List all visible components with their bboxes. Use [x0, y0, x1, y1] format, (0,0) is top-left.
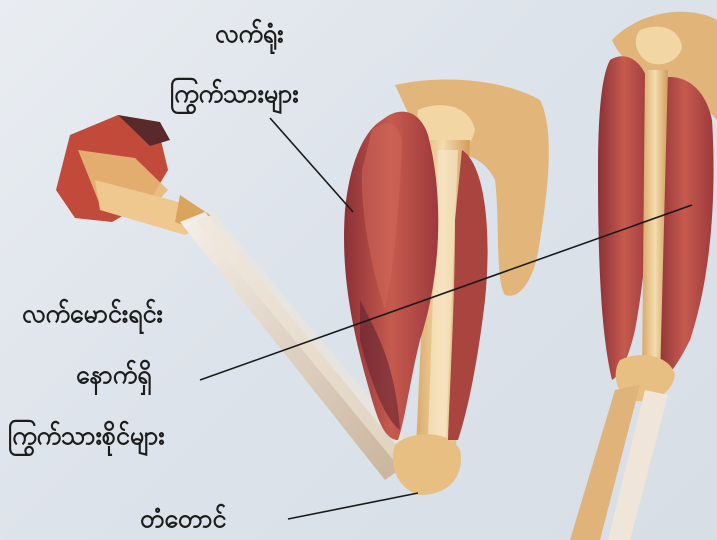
triceps-label-line3: ကြွက်သားစိုင်များ — [8, 420, 165, 452]
triceps-label-line1: လက်မောင်းရင်း — [22, 298, 163, 330]
biceps-label-line2: ကြွက်သားများ — [170, 78, 299, 110]
elbow-label: တံတောင် — [140, 503, 226, 535]
straight-arm — [570, 12, 717, 540]
hand — [56, 115, 210, 235]
biceps-label-line1: လက်ရုံး — [215, 18, 284, 50]
triceps-label-line2: နောက်ရှိ — [76, 359, 152, 391]
elbow-leader-line — [288, 493, 418, 519]
biceps-leader-line — [270, 118, 353, 212]
